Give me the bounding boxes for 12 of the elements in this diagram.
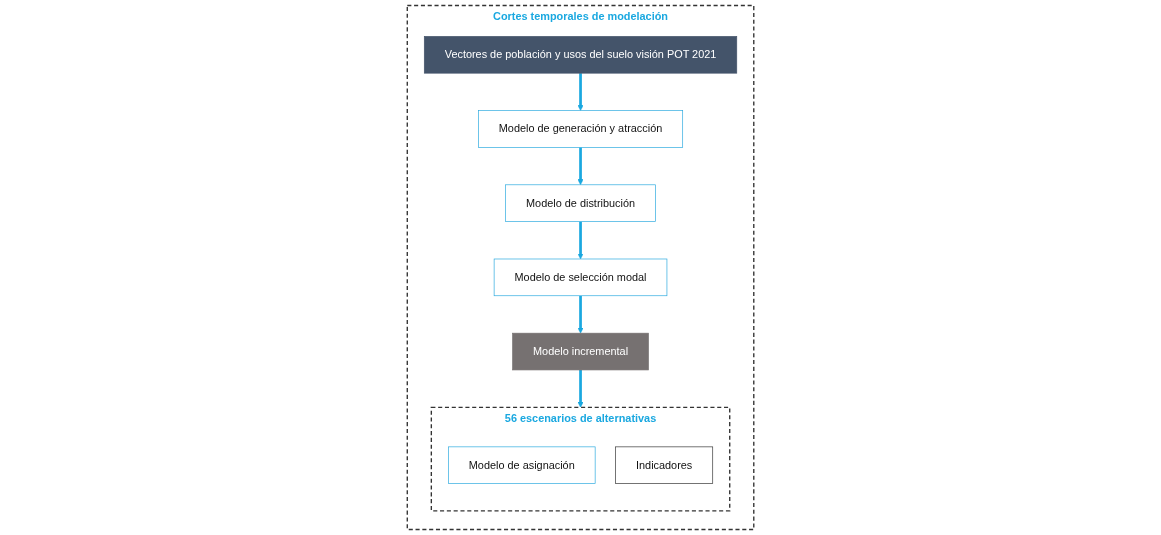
arrow bbox=[577, 369, 584, 408]
node-box: Modelo de generación y atracción bbox=[478, 110, 683, 148]
arrow bbox=[577, 73, 584, 111]
node-box: Modelo de distribución bbox=[505, 184, 656, 222]
node-box: Modelo de asignación bbox=[448, 446, 596, 484]
node-box: Modelo incremental bbox=[512, 332, 649, 371]
node-box: Vectores de población y usos del suelo visión POT 2021 bbox=[423, 36, 738, 74]
node-box: Modelo de selección modal bbox=[493, 258, 668, 297]
arrow bbox=[577, 147, 584, 186]
arrow bbox=[577, 221, 584, 260]
node-box: Indicadores bbox=[615, 446, 713, 484]
arrow bbox=[577, 295, 584, 334]
